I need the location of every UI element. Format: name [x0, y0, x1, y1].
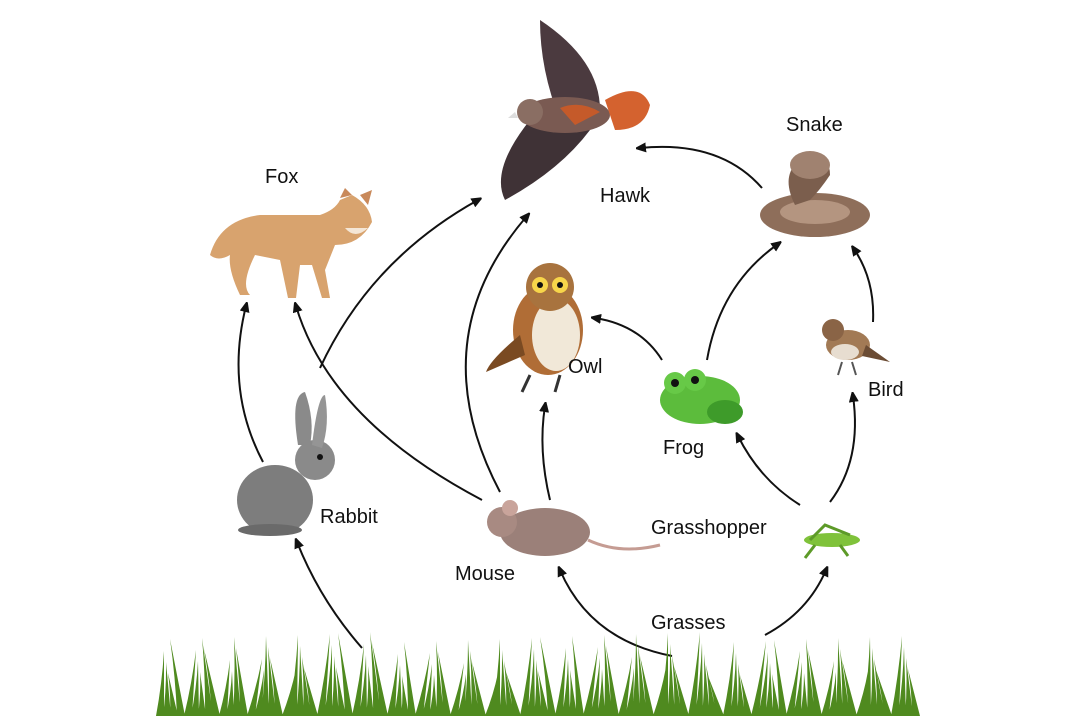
- arrow-mouse-hawk: [464, 216, 527, 493]
- arrow-grasses-rabbit: [297, 542, 363, 649]
- grasshopper-icon: [803, 523, 860, 559]
- hawk-icon: [500, 20, 650, 200]
- grass-blades: [156, 632, 920, 716]
- mouse-icon: [487, 500, 661, 556]
- bird-label: Bird: [868, 379, 904, 401]
- arrow-bird-snake: [854, 249, 875, 323]
- arrow-grasses-mouse: [560, 570, 673, 657]
- grass-icon: [156, 632, 920, 716]
- grasses-label: Grasses: [651, 612, 726, 634]
- arrow-frog-owl: [595, 318, 663, 361]
- arrow-mouse-owl: [542, 406, 551, 501]
- rabbit-label: Rabbit: [320, 506, 378, 528]
- arrows: [237, 147, 875, 657]
- arrow-grasses-grasshopper: [764, 570, 826, 636]
- frog-label: Frog: [663, 437, 705, 459]
- rabbit-icon: [237, 392, 335, 536]
- arrow-rabbit-fox: [237, 306, 264, 463]
- snake-icon: [760, 151, 870, 237]
- owl-label: Owl: [568, 356, 603, 378]
- arrow-snake-hawk: [640, 147, 763, 189]
- arrow-mouse-fox: [296, 306, 483, 501]
- mouse-label: Mouse: [455, 563, 516, 585]
- arrow-grasshopper-frog: [738, 436, 801, 506]
- bird-icon: [822, 319, 890, 376]
- fox-label: Fox: [265, 166, 299, 188]
- fox-icon: [210, 188, 372, 298]
- owl-icon: [486, 263, 583, 393]
- grasshopper-label: Grasshopper: [651, 517, 767, 539]
- frog-icon: [660, 369, 743, 424]
- snake-label: Snake: [786, 114, 843, 136]
- arrow-grasshopper-bird: [829, 396, 855, 503]
- arrow-rabbit-hawk: [319, 200, 478, 369]
- hawk-label: Hawk: [600, 185, 651, 207]
- arrow-frog-snake: [706, 244, 778, 361]
